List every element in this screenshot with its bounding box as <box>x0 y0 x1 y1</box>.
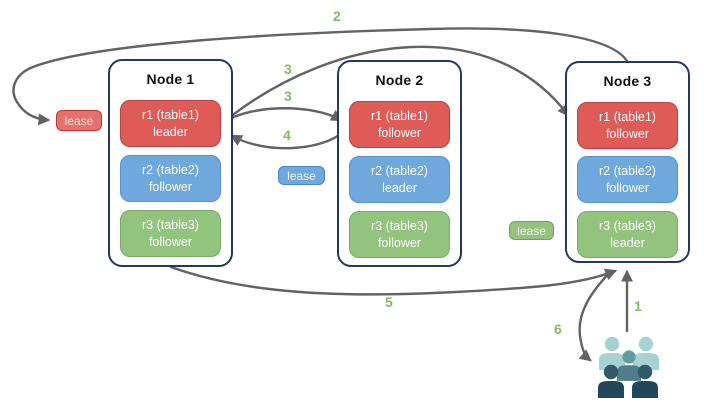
step-label-1: 1 <box>634 298 642 314</box>
node1-replica-r3: r3 (table3) follower <box>120 210 221 257</box>
replica-name: r3 (table3) <box>599 219 656 234</box>
replica-name: r1 (table1) <box>142 108 199 123</box>
step-label-3b: 3 <box>284 88 292 104</box>
node2-replica-r3: r3 (table3) follower <box>349 211 450 258</box>
node-2-title: Node 2 <box>375 72 424 88</box>
replica-role: leader <box>610 235 645 250</box>
replica-role: follower <box>148 234 193 249</box>
arrow-step-6-node3-to-users <box>578 269 613 362</box>
lease-label: lease <box>64 113 94 128</box>
node3-replica-r1: r1 (table1) follower <box>577 102 678 149</box>
step-label-5: 5 <box>385 294 393 310</box>
node3-replica-r2: r2 (table2) follower <box>577 156 678 203</box>
arrow-step-2-node3-to-red-lease <box>12 27 629 126</box>
lease-badge-blue: lease <box>278 166 325 185</box>
replica-role: follower <box>377 235 422 250</box>
step-label-6: 6 <box>554 321 562 337</box>
replica-role: follower <box>377 125 422 140</box>
node2-replica-r1: r1 (table1) follower <box>349 101 450 148</box>
arrow-step-3-node1-to-node2 <box>222 107 344 124</box>
arrow-step-3-node1-to-node3 <box>223 45 570 123</box>
replica-role: follower <box>148 179 193 194</box>
replica-role: follower <box>605 126 650 141</box>
node1-replica-r2: r2 (table2) follower <box>120 155 221 202</box>
lease-badge-red: lease <box>56 110 102 131</box>
node-3-title: Node 3 <box>603 73 652 89</box>
replica-name: r1 (table1) <box>371 109 428 124</box>
step-label-2: 2 <box>333 8 341 24</box>
node-3: Node 3 r1 (table1) follower r2 (table2) … <box>565 61 690 263</box>
arrow-step-5-node1-to-node3 <box>169 265 618 296</box>
lease-label: lease <box>287 168 316 183</box>
lease-label: lease <box>517 223 546 238</box>
replica-name: r3 (table3) <box>142 218 199 233</box>
node3-replica-r3: r3 (table3) leader <box>577 211 678 258</box>
replica-name: r2 (table2) <box>142 163 199 178</box>
replica-name: r1 (table1) <box>599 110 656 125</box>
node-1: Node 1 r1 (table1) leader r2 (table2) fo… <box>108 59 233 267</box>
replica-name: r2 (table2) <box>599 164 656 179</box>
replica-role: leader <box>153 124 188 139</box>
replica-name: r3 (table3) <box>371 219 428 234</box>
node1-replica-r1: r1 (table1) leader <box>120 100 221 147</box>
node2-replica-r2: r2 (table2) leader <box>349 156 450 203</box>
replica-role: leader <box>382 180 417 195</box>
node-1-title: Node 1 <box>146 71 195 87</box>
replica-name: r2 (table2) <box>371 164 428 179</box>
step-label-4: 4 <box>283 127 291 143</box>
node-2: Node 2 r1 (table1) follower r2 (table2) … <box>337 60 462 267</box>
replica-role: follower <box>605 180 650 195</box>
step-label-3a: 3 <box>284 61 292 77</box>
lease-badge-green: lease <box>509 221 554 240</box>
